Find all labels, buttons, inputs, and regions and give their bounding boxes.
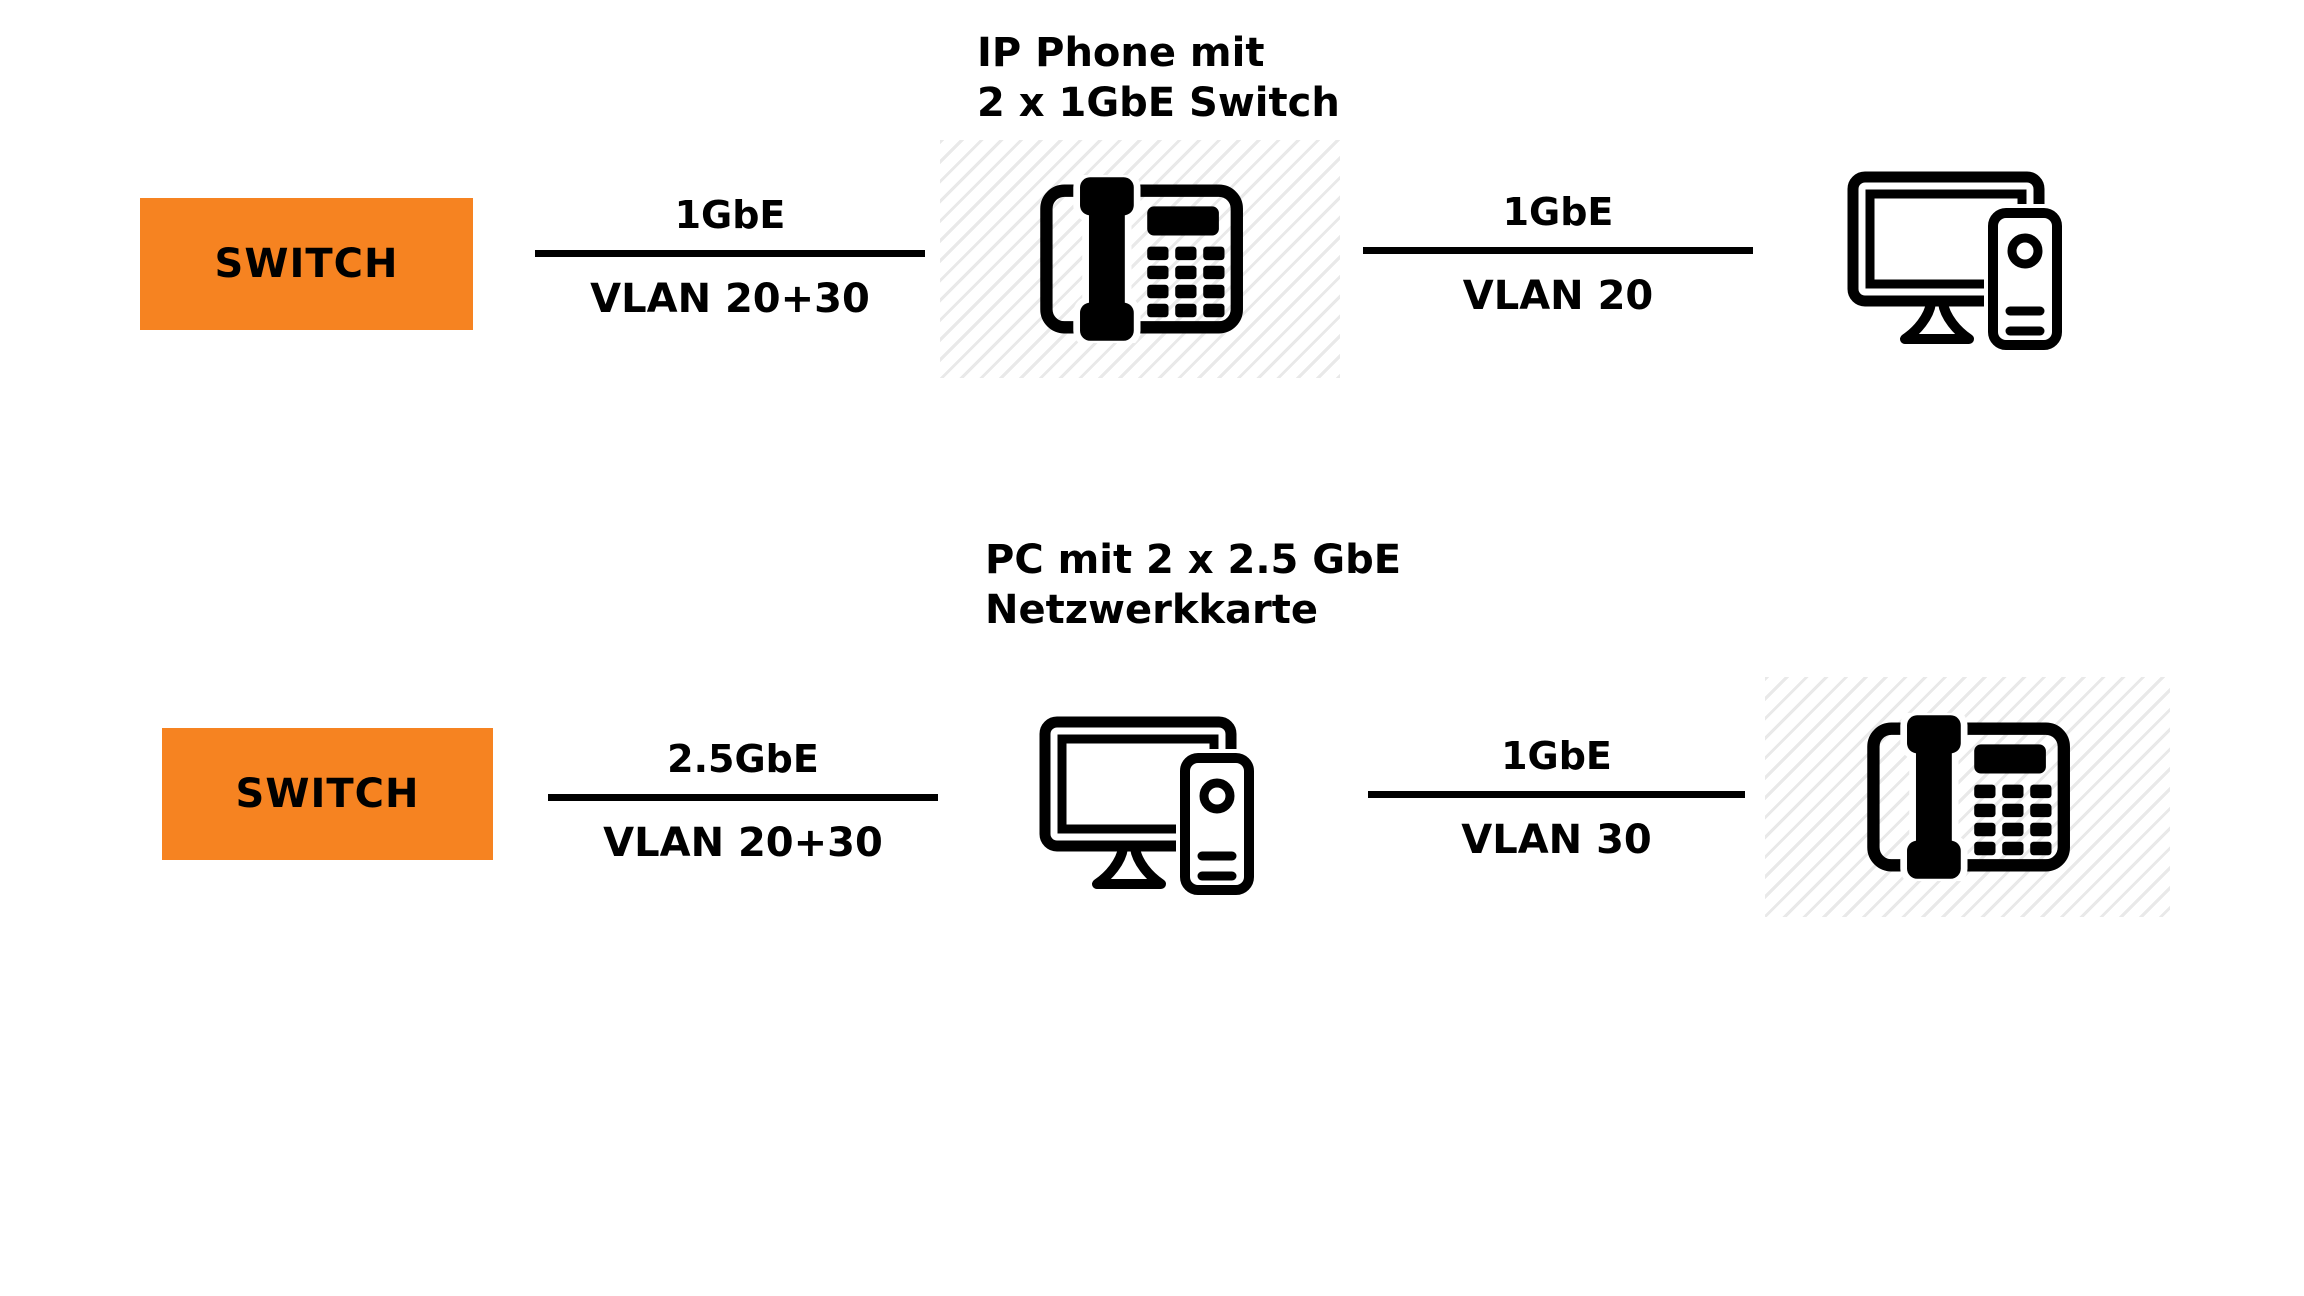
- link-row1-left: 1GbE VLAN 20+30: [535, 196, 925, 319]
- link-line: [1368, 791, 1745, 798]
- desktop-pc-icon: [1039, 716, 1258, 899]
- link-speed-label: 1GbE: [1501, 734, 1612, 778]
- link-speed-label: 1GbE: [674, 193, 786, 237]
- link-line: [1363, 247, 1753, 254]
- link-vlan-label: VLAN 20+30: [590, 276, 870, 322]
- device-title-row1: IP Phone mit 2 x 1GbE Switch: [977, 28, 1340, 128]
- link-row1-right: 1GbE VLAN 20: [1363, 193, 1753, 316]
- link-speed-label: 1GbE: [1502, 190, 1614, 234]
- device-title-row1-line2: 2 x 1GbE Switch: [977, 80, 1340, 126]
- device-title-row1-line1: IP Phone mit: [977, 30, 1265, 76]
- link-line: [548, 794, 938, 801]
- device-title-row2: PC mit 2 x 2.5 GbE Netzwerkkarte: [985, 535, 1401, 635]
- ip-phone-icon: [1039, 175, 1243, 343]
- ip-phone-node-row2: [1765, 677, 2170, 917]
- switch-label-row1: SWITCH: [214, 241, 399, 287]
- pc-node-row2: [1035, 708, 1275, 908]
- link-vlan-label: VLAN 20+30: [603, 820, 883, 866]
- pc-node-row1: [1843, 163, 2083, 363]
- switch-label-row2: SWITCH: [235, 771, 420, 817]
- switch-node-row2: SWITCH: [162, 728, 493, 860]
- switch-node-row1: SWITCH: [140, 198, 473, 330]
- link-line: [535, 250, 925, 257]
- link-row2-right: 1GbE VLAN 30: [1368, 737, 1745, 860]
- link-speed-label: 2.5GbE: [667, 737, 819, 781]
- link-vlan-label: VLAN 30: [1461, 817, 1652, 863]
- ip-phone-node-row1: [940, 140, 1340, 378]
- desktop-pc-icon: [1847, 171, 2066, 354]
- device-title-row2-line1: PC mit 2 x 2.5 GbE: [985, 537, 1402, 583]
- link-vlan-label: VLAN 20: [1462, 273, 1654, 319]
- ip-phone-icon: [1867, 713, 2070, 881]
- link-row2-left: 2.5GbE VLAN 20+30: [548, 740, 938, 863]
- device-title-row2-line2: Netzwerkkarte: [985, 587, 1318, 633]
